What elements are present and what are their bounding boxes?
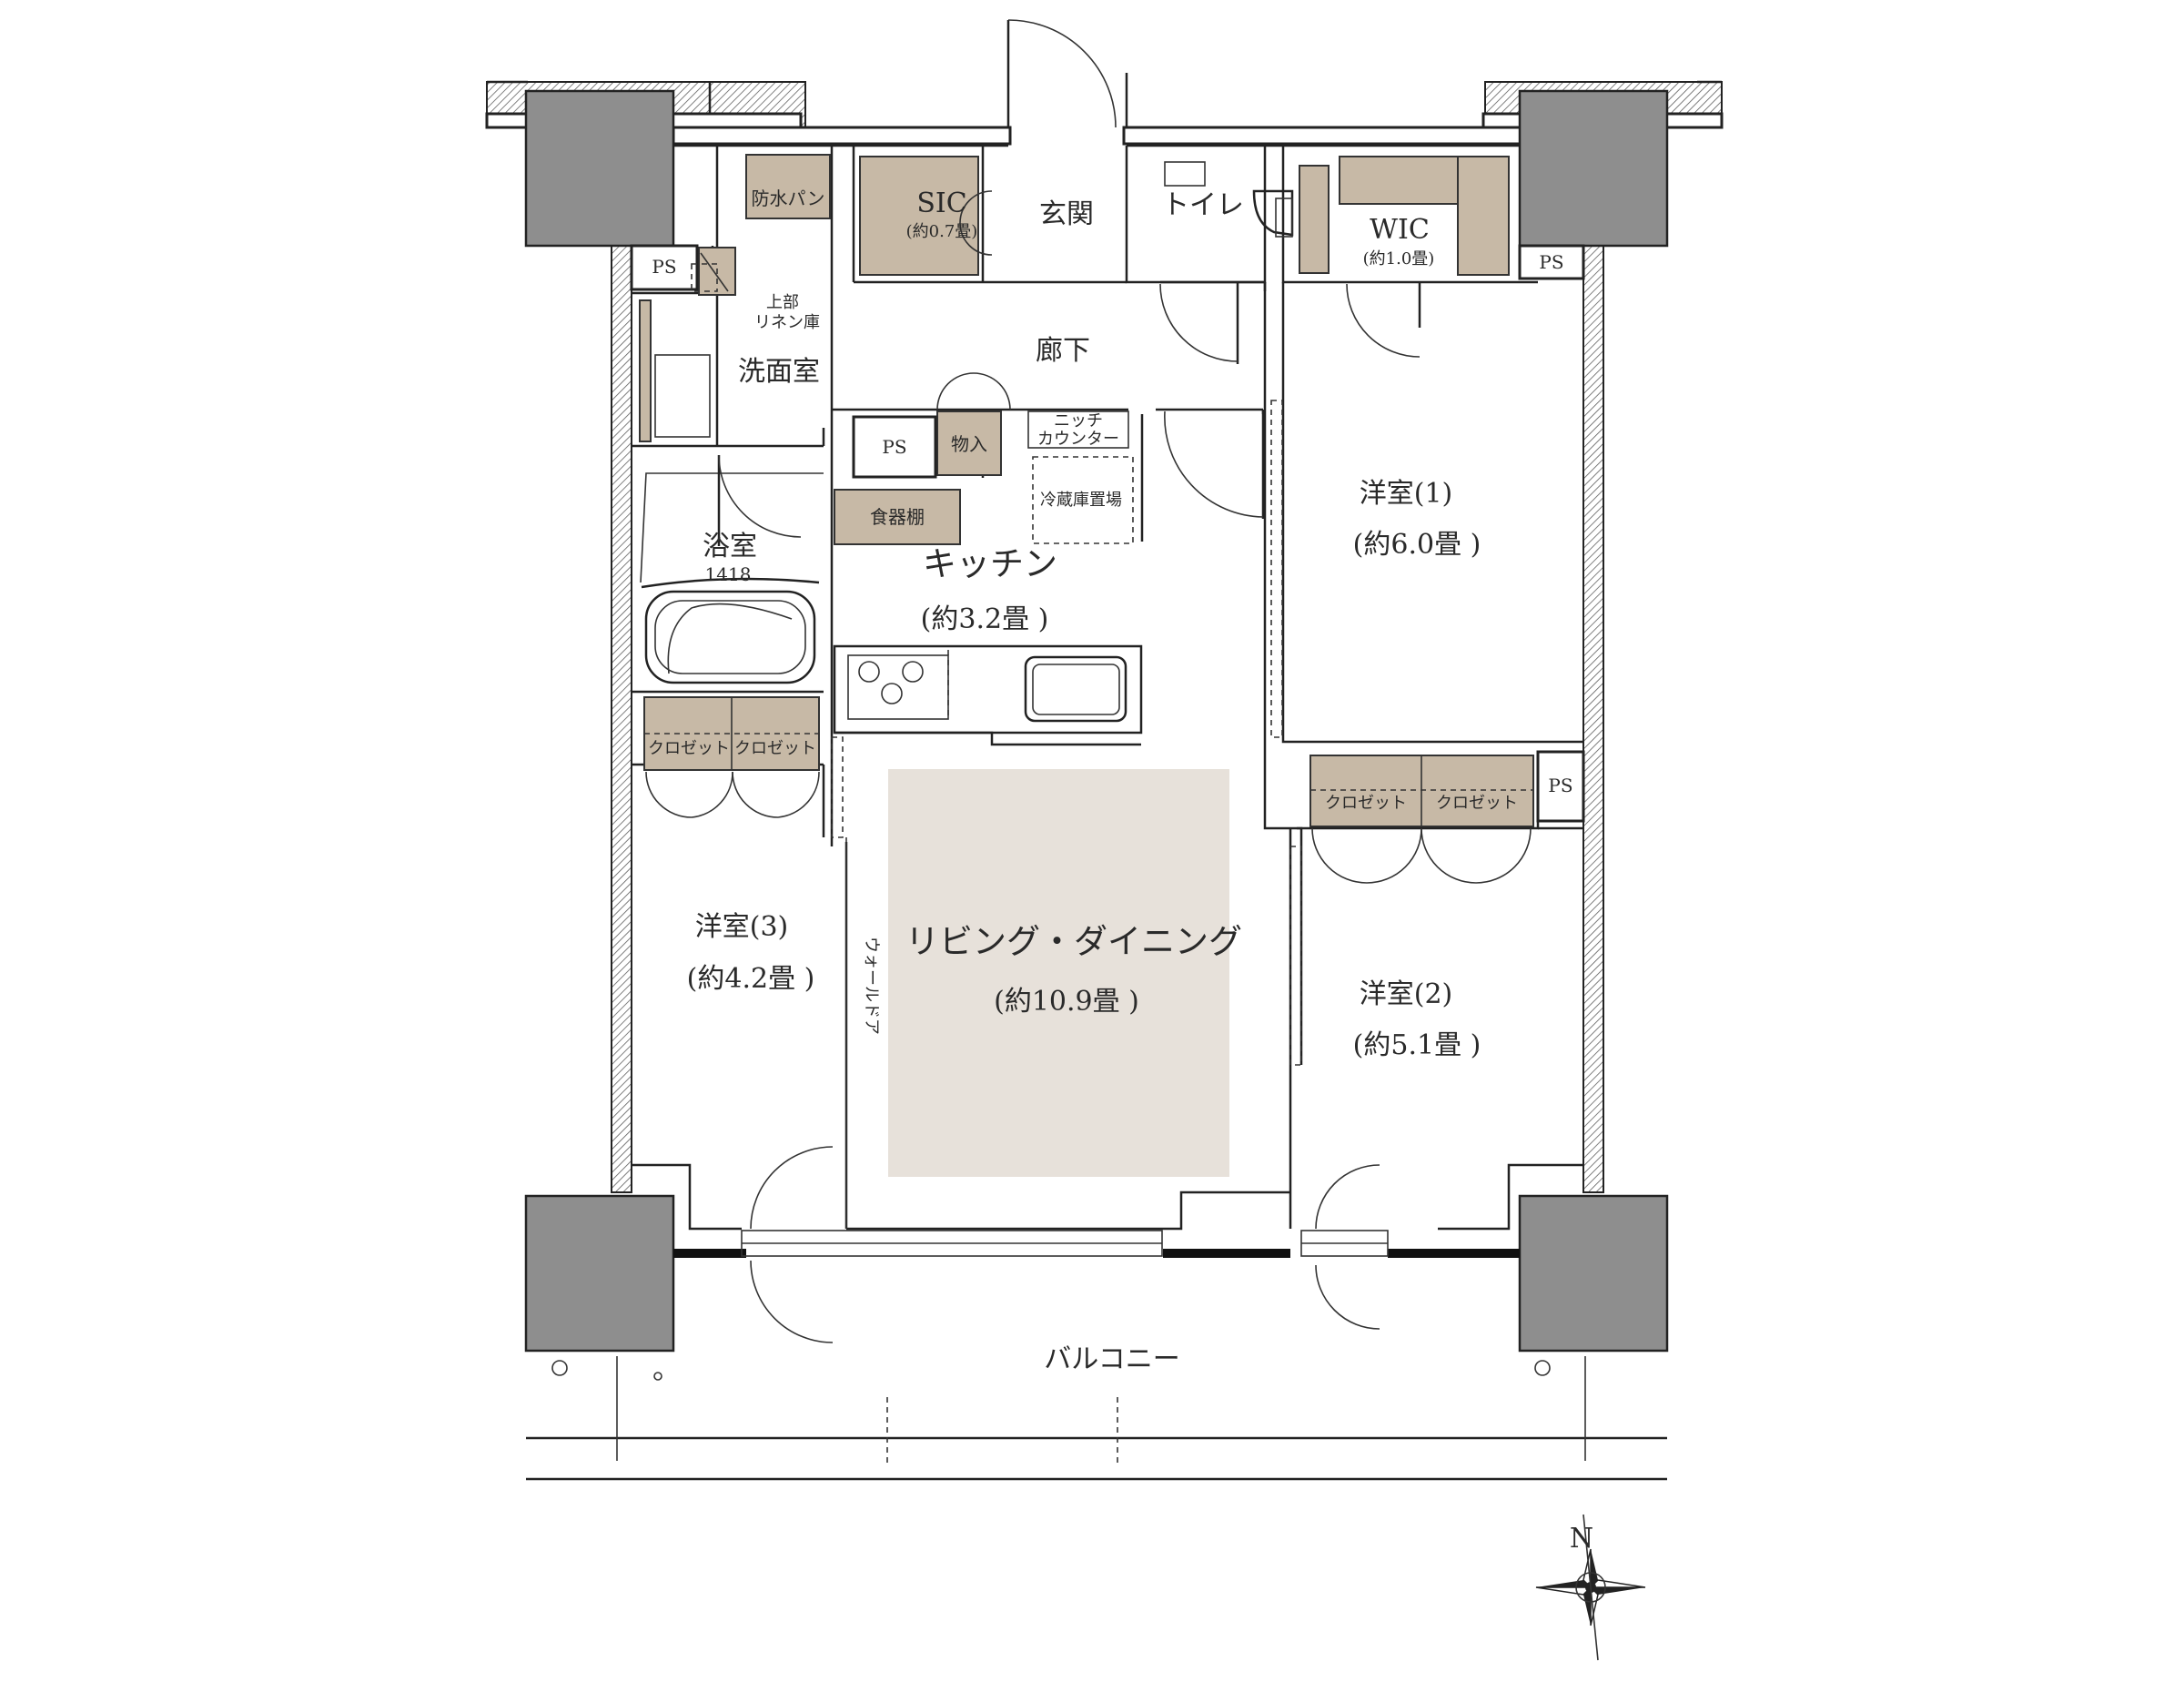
bathtub [640, 472, 824, 684]
sic-size: (約0.7畳) [906, 222, 978, 241]
storage-box [936, 410, 1002, 476]
ldk-name: リビング・ダイニング [905, 922, 1242, 961]
walldoor-label: ウォールドア [862, 937, 881, 1035]
wic-name: WIC [1370, 214, 1430, 246]
closet-label-2: クロゼット [734, 739, 816, 758]
western1-name: 洋室(1) [1360, 478, 1453, 510]
bathroom-label: 浴室 [703, 531, 757, 562]
toilet-shelf [1299, 165, 1330, 274]
sic-shelf [859, 156, 979, 276]
western2-size: (約5.1畳 ) [1353, 1029, 1481, 1061]
kitchen-counter [833, 644, 1143, 746]
niche-counter [1027, 410, 1129, 449]
washbasin [654, 252, 729, 438]
western2-name: 洋室(2) [1360, 978, 1453, 1010]
column-bottom-left [524, 1194, 675, 1353]
wic-size: (約1.0畳) [1363, 249, 1435, 269]
linen-cabinet [698, 247, 736, 296]
ps-label-1: PS [652, 256, 676, 278]
balcony-railing [526, 1356, 1667, 1481]
fridge-label: 冷蔵庫置場 [1040, 491, 1122, 510]
ldk-size: (約10.9畳 ) [994, 986, 1139, 1018]
window-line [673, 1230, 1520, 1258]
closet-label-1: クロゼット [648, 739, 730, 758]
western3-size: (約4.2畳 ) [687, 963, 815, 995]
ps-box-4 [1536, 750, 1585, 823]
kitchen-size: (約3.2畳 ) [921, 603, 1049, 635]
toilet-bowl [1164, 161, 1294, 238]
wall-door-strip [831, 400, 1302, 1229]
column-bottom-right [1518, 1194, 1669, 1353]
cupboard-box [834, 489, 961, 545]
compass-north-label: N [1570, 1523, 1593, 1555]
column-top-left [524, 89, 675, 248]
bath-size-label: 1418 [705, 563, 752, 585]
waterproof-pan [745, 154, 831, 219]
hallway-label: 廊下 [1036, 335, 1090, 367]
cupboard-label: 食器棚 [870, 506, 925, 528]
western3-name: 洋室(3) [695, 911, 789, 943]
entrance-label: 玄関 [1039, 198, 1094, 230]
western1-size: (約6.0畳 ) [1353, 529, 1481, 561]
ps-label-4: PS [1548, 775, 1572, 796]
closet-label-3: クロゼット [1325, 794, 1407, 813]
ps-box-2 [852, 415, 937, 479]
sic-name: SIC [916, 187, 966, 219]
column-top-right [1518, 89, 1669, 248]
wic-shelf-right [1457, 156, 1510, 276]
niche-label-1: ニッチ [1054, 411, 1103, 431]
ps-box-3 [1518, 244, 1585, 280]
linen-label-1: 上部 [766, 293, 799, 312]
linen-label-2: リネン庫 [754, 313, 820, 332]
niche-label-2: カウンター [1037, 430, 1119, 449]
closet-label-4: クロゼット [1436, 794, 1518, 813]
kitchen-name: キッチン [923, 544, 1057, 583]
toilet-label: トイレ [1162, 189, 1244, 221]
waterproof-pan-label: 防水パン [752, 187, 825, 209]
storage-label: 物入 [951, 433, 987, 455]
fridge-space [1032, 456, 1134, 544]
ps-label-2: PS [882, 436, 906, 458]
washroom-label: 洗面室 [738, 356, 820, 388]
ps-label-3: PS [1539, 251, 1563, 273]
washroom-shelf [639, 299, 652, 442]
living-dining-floor [888, 769, 1229, 1177]
ps-box-1 [630, 244, 699, 291]
compass-icon [1535, 1514, 1646, 1661]
door-swings [645, 19, 1532, 1343]
balcony-label: バルコニー [1044, 1343, 1179, 1375]
